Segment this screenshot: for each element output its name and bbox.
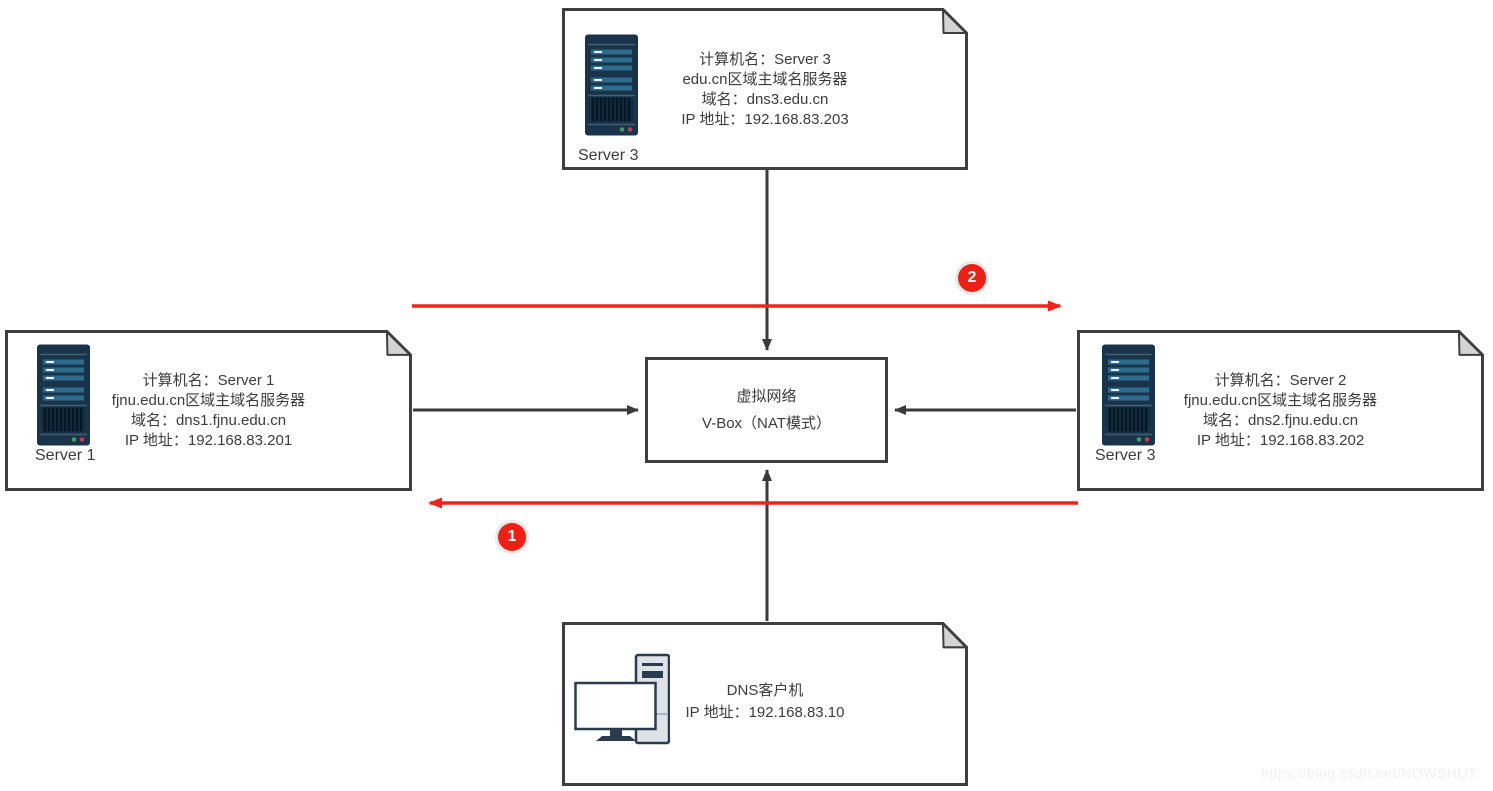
led-green	[71, 437, 77, 442]
step-number: 1	[507, 528, 517, 545]
node-text: 计算机名：Server 3 edu.cn区域主域名服务器 域名：dns3.edu…	[562, 50, 968, 130]
node-caption: Server 3	[1095, 447, 1156, 464]
domain-name: 域名：dns1.fjnu.edu.cn	[130, 412, 287, 429]
led-red	[627, 127, 633, 132]
server-icon	[37, 344, 90, 446]
computer-name: 计算机名：Server 1	[142, 372, 275, 389]
domain-name: 域名：dns2.fjnu.edu.cn	[1202, 412, 1359, 429]
zone-role: fjnu.edu.cn区域主域名服务器	[111, 392, 306, 409]
led-green	[1136, 437, 1142, 442]
dogear-fold	[942, 623, 967, 649]
node-dns-client-bottom: DNS客户机 IP 地址：192.168.83.10	[562, 622, 968, 786]
led-red	[1144, 437, 1150, 442]
zone-role: edu.cn区域主域名服务器	[682, 71, 848, 88]
computer-name: 计算机名：Server 2	[1214, 372, 1347, 389]
dogear-fold	[385, 330, 411, 356]
client-name: DNS客户机	[726, 682, 804, 699]
node-caption: Server 3	[578, 147, 639, 164]
node-server1-left: 计算机名：Server 1 fjnu.edu.cn区域主域名服务器 域名：dns…	[5, 330, 412, 491]
node-server2-right: 计算机名：Server 2 fjnu.edu.cn区域主域名服务器 域名：dns…	[1077, 330, 1484, 491]
dogear-fold	[942, 9, 967, 34]
computer-name: 计算机名：Server 3	[699, 51, 831, 68]
note-frame	[562, 8, 968, 170]
node-text: DNS客户机 IP 地址：192.168.83.10	[562, 680, 968, 724]
ip-address: IP 地址：192.168.83.203	[681, 111, 849, 128]
ip-address: IP 地址：192.168.83.201	[124, 432, 293, 449]
server-icon	[1102, 344, 1155, 446]
step-number: 2	[967, 269, 977, 286]
watermark: https://blog.csdn.net/NOWSHUT	[1260, 765, 1477, 781]
node-server3-top: 计算机名：Server 3 edu.cn区域主域名服务器 域名：dns3.edu…	[562, 8, 968, 170]
ip-address: IP 地址：192.168.83.202	[1196, 432, 1365, 449]
node-text: 计算机名：Server 2 fjnu.edu.cn区域主域名服务器 域名：dns…	[1077, 371, 1484, 451]
led-red	[79, 437, 85, 442]
ip-address: IP 地址：192.168.83.10	[685, 704, 845, 721]
server-icon	[585, 34, 638, 136]
desktop-pc-icon	[574, 653, 670, 745]
node-caption: Server 1	[35, 447, 96, 464]
vbox-line1: 虚拟网络	[736, 388, 797, 405]
step-badge-1: 1	[498, 523, 526, 551]
node-vbox-center: 虚拟网络 V-Box（NAT模式）	[645, 357, 888, 463]
zone-role: fjnu.edu.cn区域主域名服务器	[1183, 392, 1378, 409]
led-green	[619, 127, 625, 132]
node-text: 计算机名：Server 1 fjnu.edu.cn区域主域名服务器 域名：dns…	[5, 371, 412, 451]
dogear-fold	[1457, 330, 1483, 356]
note-frame	[1077, 330, 1484, 491]
domain-name: 域名：dns3.edu.cn	[701, 91, 829, 108]
vbox-line2: V-Box（NAT模式）	[702, 415, 831, 432]
note-frame	[5, 330, 412, 491]
step-badge-2: 2	[958, 264, 986, 292]
